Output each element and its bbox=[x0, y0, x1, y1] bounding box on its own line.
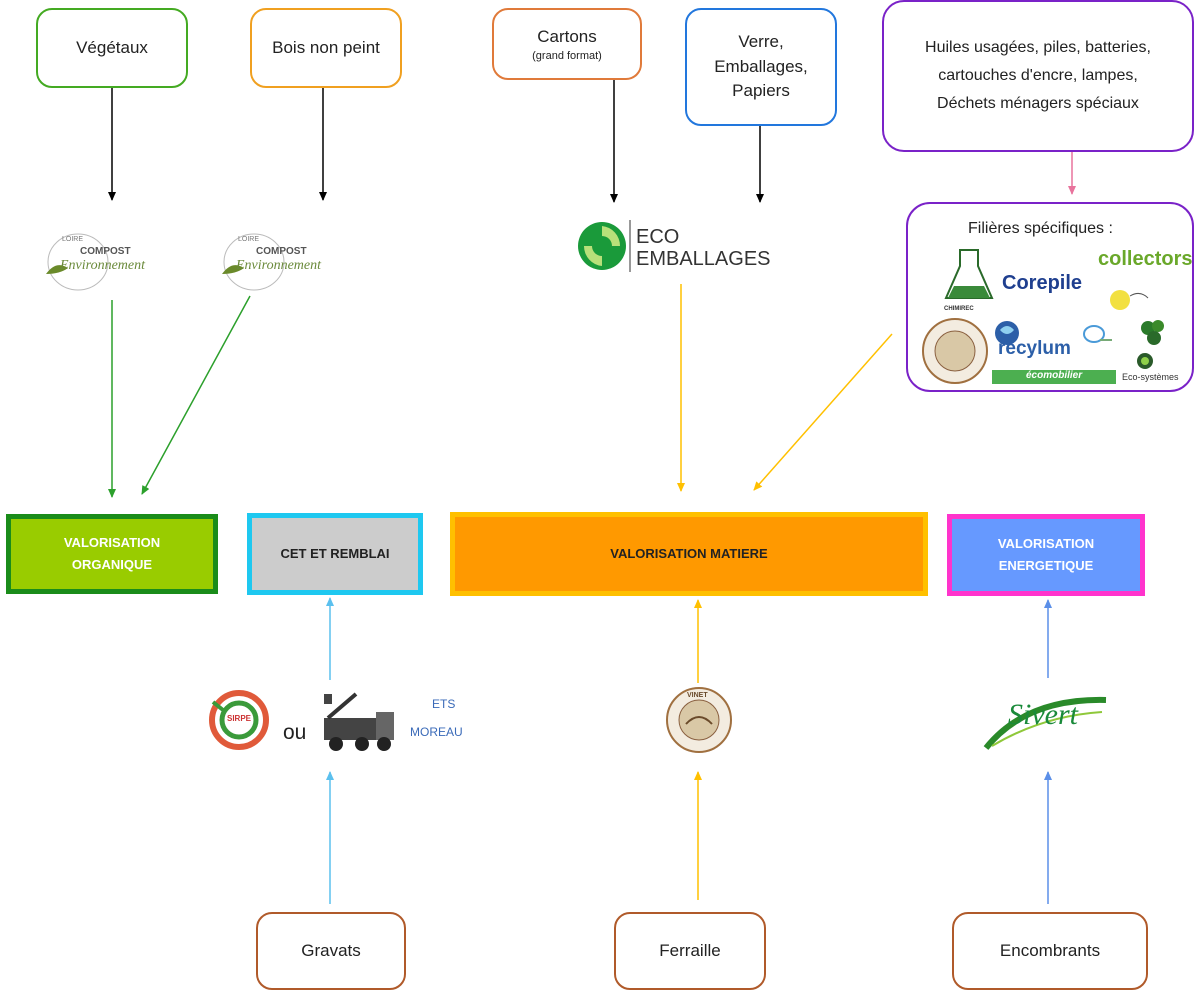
compost-small-text: LOIRE bbox=[62, 236, 84, 243]
source-verre-line3: Papiers bbox=[732, 81, 790, 101]
source-bois: Bois non peint bbox=[250, 8, 402, 88]
sivert-swoosh-icon bbox=[983, 696, 1107, 750]
dest-energetique-line1: VALORISATION bbox=[997, 535, 1095, 551]
eco-text: ECO bbox=[636, 226, 680, 248]
dest-cet-remblai: CET ET REMBLAI bbox=[247, 513, 423, 595]
sivert-text: Sivert bbox=[1008, 698, 1078, 731]
source-huiles-line2: cartouches d'encre, lampes, bbox=[938, 67, 1138, 84]
moreau-text: MOREAU bbox=[410, 725, 463, 739]
dest-valorisation-energetique: VALORISATION ENERGETIQUE bbox=[947, 514, 1145, 596]
source-huiles: Huiles usagées, piles, batteries, cartou… bbox=[882, 0, 1194, 152]
source-gravats-label: Gravats bbox=[301, 940, 361, 960]
eco-logo-icon bbox=[1083, 325, 1112, 343]
point-vert-icon bbox=[578, 220, 631, 272]
arrow-compost2-organique bbox=[141, 295, 251, 495]
source-cartons: Cartons (grand format) bbox=[492, 8, 642, 80]
compost-env-text: Environnement bbox=[60, 258, 146, 273]
source-encombrants-label: Encombrants bbox=[999, 940, 1101, 960]
moreau-truck-logo bbox=[316, 688, 398, 754]
sirpe-logo: SIRPE bbox=[203, 686, 275, 756]
tree-logo-icon bbox=[1141, 320, 1164, 345]
ecosystemes-icon bbox=[1137, 353, 1153, 369]
compost-env-text: Environnement bbox=[236, 258, 322, 273]
source-bois-label: Bois non peint bbox=[272, 37, 380, 57]
loire-compost-icon bbox=[46, 233, 109, 291]
source-verre-line2: Emballages, bbox=[714, 56, 808, 76]
sivert-logo: Sivert bbox=[982, 686, 1116, 758]
compost-main-text: COMPOST bbox=[80, 246, 131, 257]
lamp-logo-icon bbox=[1110, 290, 1149, 310]
source-encombrants: Encombrants bbox=[952, 912, 1148, 990]
compost-small-text: LOIRE bbox=[238, 236, 260, 243]
ecomobilier-banner: écomobilier bbox=[992, 370, 1116, 384]
source-verre-line1: Verre, bbox=[738, 32, 784, 52]
emballages-text: EMBALLAGES bbox=[636, 248, 771, 270]
eco-emballages-logo: ECO EMBALLAGES bbox=[572, 212, 786, 280]
ecomobilier-text: écomobilier bbox=[1026, 370, 1083, 381]
arrow-filieres-matiere bbox=[753, 333, 893, 491]
dest-matiere-label: VALORISATION MATIERE bbox=[610, 545, 768, 561]
source-cartons-sublabel: (grand format) bbox=[532, 49, 602, 62]
loire-compost-logo-2: LOIRE COMPOST Environnement bbox=[212, 222, 372, 296]
source-ferraille-label: Ferraille bbox=[659, 940, 721, 960]
dest-valorisation-organique: VALORISATION ORGANIQUE bbox=[6, 514, 218, 594]
collectors-text: collectors bbox=[1098, 248, 1193, 270]
dest-organique-line1: VALORISATION bbox=[63, 534, 161, 550]
vinet-seal-icon bbox=[922, 318, 988, 384]
ou-text: ou bbox=[283, 721, 307, 744]
source-huiles-line3: Déchets ménagers spéciaux bbox=[937, 95, 1139, 112]
vinet-seal-icon bbox=[666, 687, 732, 753]
sirpe-text: SIRPE bbox=[227, 714, 252, 723]
ets-text: ETS bbox=[432, 697, 456, 711]
corepile-text: Corepile bbox=[1002, 272, 1083, 294]
dest-cet-label: CET ET REMBLAI bbox=[280, 545, 390, 561]
recylum-text: récylum bbox=[998, 338, 1071, 359]
chimirec-text: CHIMIREC bbox=[944, 306, 974, 312]
source-ferraille: Ferraille bbox=[614, 912, 766, 990]
dest-organique-line2: ORGANIQUE bbox=[71, 557, 153, 572]
source-vegetaux: Végétaux bbox=[36, 8, 188, 88]
filieres-title: Filières spécifiques : bbox=[968, 220, 1113, 237]
filieres-box: Filières spécifiques : CHIMIREC Corepile… bbox=[906, 202, 1194, 392]
ecosystemes-text: Eco-systèmes bbox=[1122, 372, 1179, 382]
vinet-text: VINET bbox=[687, 692, 708, 699]
source-verre: Verre, Emballages, Papiers bbox=[685, 8, 837, 126]
recylum-globe-icon bbox=[995, 321, 1019, 345]
chimirec-flask-icon bbox=[944, 249, 994, 299]
dest-energetique-line2: ENERGETIQUE bbox=[998, 558, 1094, 573]
loire-compost-logo-1: LOIRE COMPOST Environnement bbox=[38, 222, 188, 296]
source-huiles-line1: Huiles usagées, piles, batteries, bbox=[925, 39, 1151, 56]
loire-compost-icon bbox=[222, 233, 285, 291]
sirpe-circle-icon bbox=[209, 690, 269, 750]
source-vegetaux-label: Végétaux bbox=[76, 37, 148, 57]
vinet-logo: VINET bbox=[664, 684, 734, 756]
source-gravats: Gravats bbox=[256, 912, 406, 990]
dest-valorisation-matiere: VALORISATION MATIERE bbox=[450, 512, 928, 596]
truck-icon bbox=[324, 692, 394, 751]
source-cartons-label: Cartons bbox=[537, 27, 597, 47]
compost-main-text: COMPOST bbox=[256, 246, 307, 257]
